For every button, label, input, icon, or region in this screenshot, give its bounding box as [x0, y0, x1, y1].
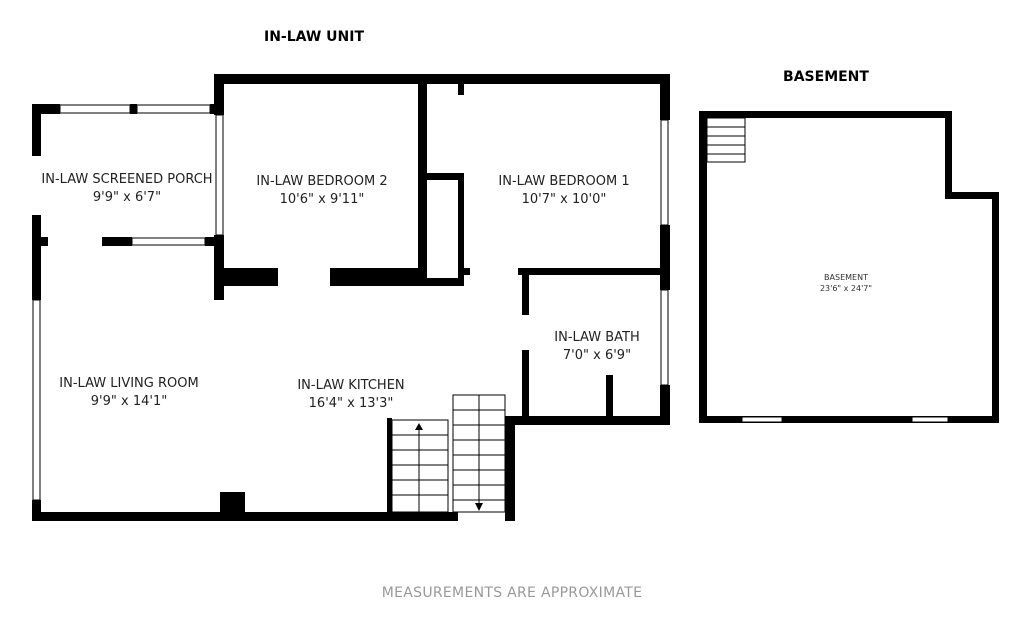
inlaw-unit-title: IN-LAW UNIT: [263, 29, 365, 45]
room-name: BASEMENT: [824, 273, 868, 282]
room-screened-porch: IN-LAW SCREENED PORCH 9'9" x 6'7": [41, 171, 212, 207]
room-bath: IN-LAW BATH 7'0" x 6'9": [554, 329, 639, 365]
stairs: [391, 394, 506, 513]
inlaw-walls: [32, 74, 670, 521]
room-dims: 9'9" x 6'7": [92, 190, 162, 205]
room-dims: 7'0" x 6'9": [562, 348, 632, 363]
room-dims: 16'4" x 13'3": [308, 396, 394, 411]
measurement-disclaimer: MEASUREMENTS ARE APPROXIMATE: [381, 585, 643, 601]
basement-walls: [699, 111, 999, 423]
room-kitchen: IN-LAW KITCHEN 16'4" x 13'3": [297, 377, 404, 413]
basement-title: BASEMENT: [783, 69, 869, 85]
room-name: IN-LAW BEDROOM 1: [498, 174, 630, 189]
room-dims: 10'6" x 9'11": [279, 192, 365, 207]
room-basement: BASEMENT 23'6" x 24'7": [820, 272, 872, 294]
room-dims: 23'6" x 24'7": [819, 284, 873, 293]
room-name: IN-LAW KITCHEN: [297, 378, 405, 393]
room-living-room: IN-LAW LIVING ROOM 9'9" x 14'1": [59, 375, 198, 411]
room-name: IN-LAW BEDROOM 2: [256, 174, 388, 189]
room-bedroom-2: IN-LAW BEDROOM 2 10'6" x 9'11": [256, 173, 387, 209]
room-name: IN-LAW LIVING ROOM: [59, 376, 199, 391]
room-dims: 9'9" x 14'1": [90, 394, 168, 409]
room-name: IN-LAW BATH: [554, 330, 640, 345]
room-bedroom-1: IN-LAW BEDROOM 1 10'7" x 10'0": [498, 173, 629, 209]
room-name: IN-LAW SCREENED PORCH: [41, 172, 213, 187]
room-dims: 10'7" x 10'0": [521, 192, 607, 207]
